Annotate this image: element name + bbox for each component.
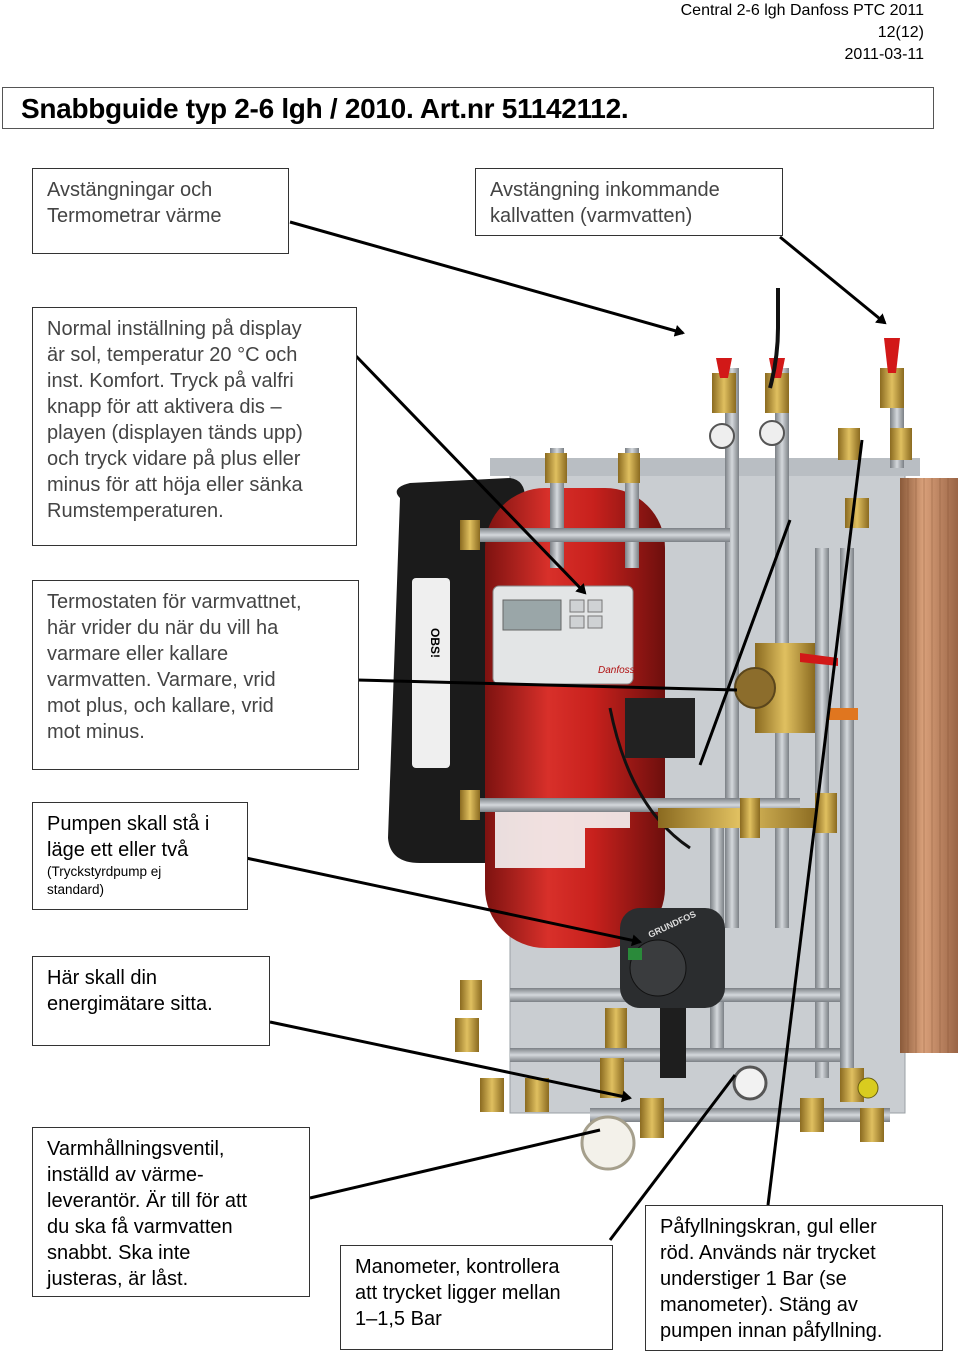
callout-text: varmvatten. Varmare, vrid bbox=[47, 669, 276, 691]
page-number: 12(12) bbox=[877, 24, 924, 41]
callout-text: Rumstemperaturen. bbox=[47, 500, 224, 522]
callout-text: och tryck vidare på plus eller bbox=[47, 448, 301, 470]
title-box: Snabbguide typ 2-6 lgh / 2010. Art.nr 51… bbox=[2, 87, 934, 129]
callout-text: pumpen innan påfyllning. bbox=[660, 1320, 883, 1342]
callout-text: understiger 1 Bar (se bbox=[660, 1268, 847, 1290]
controller-unit: Danfoss bbox=[492, 585, 635, 685]
circulation-valve-dial bbox=[580, 1115, 636, 1171]
manometer-icon bbox=[732, 1065, 768, 1101]
document-date: 2011-03-11 bbox=[844, 46, 924, 63]
callout-thermometers: Avstängningar och Termometrar värme bbox=[32, 168, 289, 254]
fill-valve bbox=[857, 1077, 879, 1099]
callout-text: du ska få varmvatten bbox=[47, 1216, 233, 1238]
callout-thermostat: Termostaten för varmvattnet, här vrider … bbox=[32, 580, 359, 770]
thermostat-actuator bbox=[625, 698, 695, 758]
heat-exchanger bbox=[900, 478, 958, 1053]
callout-text: mot minus. bbox=[47, 721, 145, 743]
callout-text: här vrider du när du vill ha bbox=[47, 617, 279, 639]
callout-circulation-valve: Varmhållningsventil, inställd av värme- … bbox=[32, 1127, 310, 1297]
callout-text: att trycket ligger mellan bbox=[355, 1282, 561, 1304]
callout-text: knapp för att aktivera dis – bbox=[47, 396, 282, 418]
callout-text: inst. Komfort. Tryck på valfri bbox=[47, 370, 294, 392]
callout-text: playen (displayen tänds upp) bbox=[47, 422, 303, 444]
callout-text: Avstängningar och bbox=[47, 179, 213, 201]
obs-sticker-label: OBS! bbox=[428, 628, 442, 658]
callout-text: manometer). Stäng av bbox=[660, 1294, 858, 1316]
callout-text: Normal inställning på display bbox=[47, 318, 302, 340]
callout-energy-meter: Här skall din energimätare sitta. bbox=[32, 956, 270, 1046]
obs-sticker bbox=[412, 578, 450, 768]
callout-text: Manometer, kontrollera bbox=[355, 1256, 560, 1278]
callout-text: Påfyllningskran, gul eller bbox=[660, 1216, 877, 1238]
callout-fill-valve: Påfyllningskran, gul eller röd. Används … bbox=[645, 1205, 943, 1351]
callout-text: Varmhållningsventil, bbox=[47, 1138, 225, 1160]
callout-text: Pumpen skall stå i bbox=[47, 813, 210, 835]
callout-text: Termostaten för varmvattnet, bbox=[47, 591, 302, 613]
callout-cold-water: Avstängning inkommande kallvatten (varmv… bbox=[475, 168, 783, 236]
thermometer-icon bbox=[759, 420, 785, 446]
callout-text: 1–1,5 Bar bbox=[355, 1308, 442, 1330]
callout-text: Termometrar värme bbox=[47, 205, 222, 227]
thermometer-icon bbox=[709, 423, 735, 449]
document-header-title: Central 2-6 lgh Danfoss PTC 2011 bbox=[680, 2, 924, 19]
controller-brand: Danfoss bbox=[598, 665, 635, 676]
callout-pump: Pumpen skall stå i läge ett eller två (T… bbox=[32, 802, 248, 910]
callout-text: minus för att höja eller sänka bbox=[47, 474, 303, 496]
callout-text: Här skall din bbox=[47, 967, 158, 989]
callout-text: kallvatten (varmvatten) bbox=[490, 205, 693, 227]
callout-text: snabbt. Ska inte bbox=[47, 1242, 191, 1264]
main-title: Snabbguide typ 2-6 lgh / 2010. Art.nr 51… bbox=[21, 93, 629, 124]
callout-text: mot plus, och kallare, vrid bbox=[47, 695, 274, 717]
callout-text: energimätare sitta. bbox=[47, 993, 213, 1015]
callout-text: Avstängning inkommande bbox=[490, 179, 720, 201]
callout-text: leverantör. Är till för att bbox=[47, 1190, 248, 1212]
callout-text: inställd av värme- bbox=[47, 1164, 204, 1186]
callout-text: läge ett eller två bbox=[47, 839, 189, 861]
callout-text: justeras, är låst. bbox=[47, 1268, 189, 1290]
callout-manometer: Manometer, kontrollera att trycket ligge… bbox=[340, 1245, 613, 1350]
callout-text: är sol, temperatur 20 °C och bbox=[47, 344, 298, 366]
top-valves bbox=[712, 338, 904, 413]
callout-text: varmare eller kallare bbox=[47, 643, 229, 665]
callout-small-text: (Tryckstyrdpump ej bbox=[47, 864, 162, 879]
circulation-pump: GRUNDFOS bbox=[620, 908, 725, 1008]
callout-display: Normal inställning på display är sol, te… bbox=[32, 307, 357, 546]
callout-small-text: standard) bbox=[47, 882, 105, 897]
callout-text: röd. Används när trycket bbox=[660, 1242, 876, 1264]
